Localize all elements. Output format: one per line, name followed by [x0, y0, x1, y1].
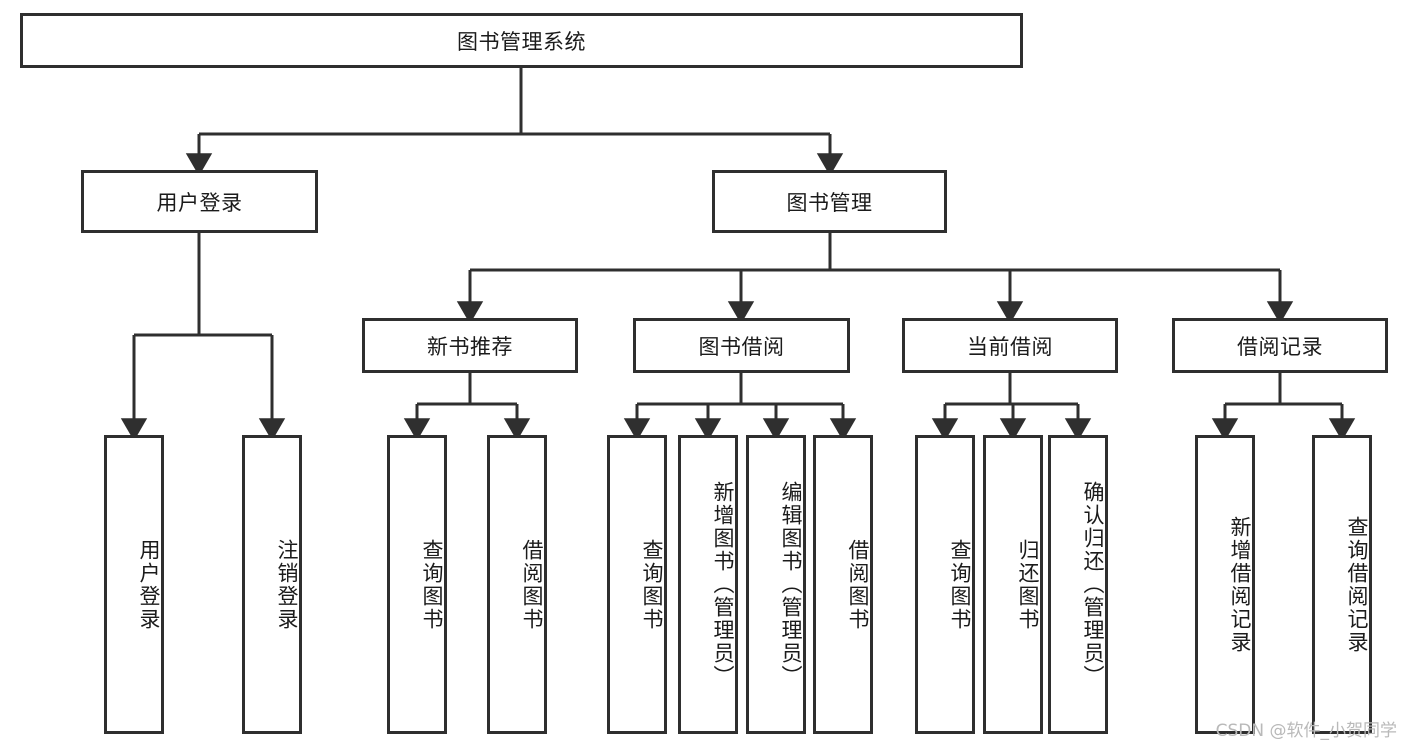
node-leaf-cur-query-book-label: 查询图书: [948, 538, 972, 631]
node-leaf-rec-borrow-book-label: 借阅图书: [520, 538, 544, 631]
node-leaf-rec-add-record[interactable]: 新增借阅记录: [1195, 435, 1255, 734]
node-leaf-user-login[interactable]: 用户登录: [104, 435, 164, 734]
node-leaf-cur-return-book-label: 归还图书: [1016, 538, 1040, 631]
node-leaf-borrow-add-book[interactable]: 新增图书（管理员）: [678, 435, 738, 734]
node-leaf-borrow-add-book-label: 新增图书（管理员）: [711, 481, 735, 688]
node-leaf-borrow-borrow-book[interactable]: 借阅图书: [813, 435, 873, 734]
node-leaf-borrow-edit-book-label: 编辑图书（管理员）: [779, 481, 803, 688]
node-leaf-rec-query-book-label: 查询图书: [420, 538, 444, 631]
node-current-borrow[interactable]: 当前借阅: [902, 318, 1118, 373]
node-leaf-borrow-query-book[interactable]: 查询图书: [607, 435, 667, 734]
node-leaf-borrow-query-book-label: 查询图书: [640, 538, 664, 631]
node-book-borrow-label: 图书借阅: [698, 334, 785, 359]
node-leaf-cur-confirm-return[interactable]: 确认归还（管理员）: [1048, 435, 1108, 734]
node-borrow-record[interactable]: 借阅记录: [1172, 318, 1388, 373]
node-leaf-user-logout[interactable]: 注销登录: [242, 435, 302, 734]
node-leaf-borrow-borrow-book-label: 借阅图书: [846, 538, 870, 631]
node-leaf-cur-return-book[interactable]: 归还图书: [983, 435, 1043, 734]
node-leaf-rec-query-book[interactable]: 查询图书: [387, 435, 447, 734]
node-current-borrow-label: 当前借阅: [967, 334, 1053, 359]
node-leaf-rec-query-record-label: 查询借阅记录: [1345, 515, 1369, 654]
node-new-book-rec[interactable]: 新书推荐: [362, 318, 578, 373]
node-borrow-record-label: 借阅记录: [1237, 334, 1323, 359]
watermark: CSDN @软件_小贺同学: [1215, 721, 1397, 741]
node-leaf-rec-query-record[interactable]: 查询借阅记录: [1312, 435, 1372, 734]
node-user-login[interactable]: 用户登录: [81, 170, 318, 233]
node-new-book-rec-label: 新书推荐: [427, 334, 513, 359]
node-leaf-rec-borrow-book[interactable]: 借阅图书: [487, 435, 547, 734]
node-root[interactable]: 图书管理系统: [20, 13, 1023, 68]
node-leaf-cur-confirm-return-label: 确认归还（管理员）: [1081, 481, 1105, 688]
node-book-borrow[interactable]: 图书借阅: [633, 318, 850, 373]
node-root-label: 图书管理系统: [457, 29, 586, 54]
node-leaf-user-logout-label: 注销登录: [275, 538, 299, 631]
node-user-login-label: 用户登录: [156, 190, 243, 215]
node-leaf-rec-add-record-label: 新增借阅记录: [1228, 515, 1252, 654]
node-book-manage-label: 图书管理: [786, 190, 873, 215]
node-leaf-user-login-label: 用户登录: [137, 538, 161, 631]
node-leaf-cur-query-book[interactable]: 查询图书: [915, 435, 975, 734]
node-leaf-borrow-edit-book[interactable]: 编辑图书（管理员）: [746, 435, 806, 734]
node-book-manage[interactable]: 图书管理: [712, 170, 947, 233]
